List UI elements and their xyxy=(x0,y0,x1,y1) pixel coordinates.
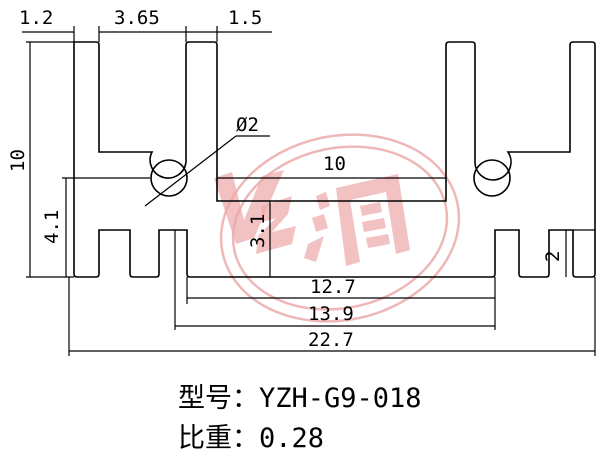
watermark-logo xyxy=(214,133,461,323)
dim-top-right: 1.5 xyxy=(228,7,262,29)
bottom-dimensions xyxy=(68,230,596,356)
model-label: 型号：YZH-G9-018 xyxy=(178,383,422,414)
hole-leader xyxy=(144,135,237,207)
left-dimensions xyxy=(26,41,150,278)
dim-top-mid: 3.65 xyxy=(114,7,160,29)
dim-top-left: 1.2 xyxy=(19,7,53,29)
dim-height-lower: 4.1 xyxy=(41,210,63,244)
profile-outline xyxy=(73,41,596,278)
dim-total-width: 22.7 xyxy=(308,329,354,351)
top-dimensions xyxy=(22,26,272,42)
mounting-hole-right xyxy=(473,159,511,197)
dim-hole: Ø2 xyxy=(236,114,259,136)
mounting-hole-left xyxy=(150,159,188,197)
dim-height-total: 10 xyxy=(7,149,29,172)
dim-fin-height: 2 xyxy=(542,251,564,262)
dim-inner-span: 12.7 xyxy=(310,276,356,298)
weight-label: 比重：0.28 xyxy=(178,423,324,454)
dim-channel-width: 10 xyxy=(323,153,346,175)
dim-mid-span: 13.9 xyxy=(308,303,354,325)
dim-channel-depth: 3.1 xyxy=(247,214,269,248)
